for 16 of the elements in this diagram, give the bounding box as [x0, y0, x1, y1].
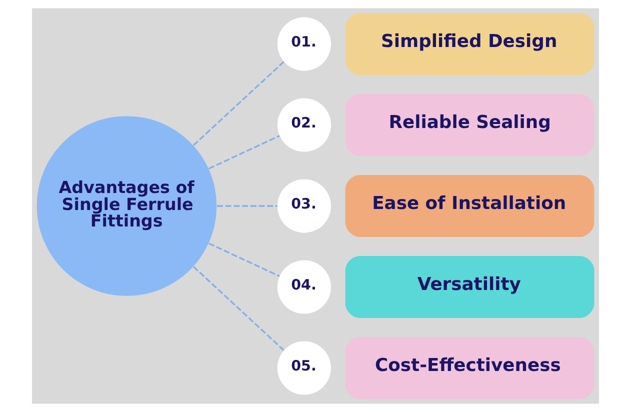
connector: [192, 61, 284, 146]
connector: [216, 205, 277, 207]
connector: [208, 135, 280, 170]
node-circle: 03.: [276, 179, 330, 233]
connector: [208, 242, 280, 277]
node-circle: 01.: [276, 17, 330, 71]
node-circle: Advantages of Single Ferrule Fittings: [36, 116, 216, 296]
node-box: Ease of Installation: [344, 175, 594, 237]
node-box: Reliable Sealing: [344, 94, 594, 156]
node-circle: 04.: [276, 260, 330, 314]
node-box: Cost-Effectiveness: [344, 337, 594, 399]
node-box: Simplified Design: [344, 13, 594, 75]
connector: [192, 266, 284, 351]
node-circle: 02.: [276, 98, 330, 152]
node-circle: 05.: [276, 341, 330, 395]
node-box: Versatility: [344, 256, 594, 318]
